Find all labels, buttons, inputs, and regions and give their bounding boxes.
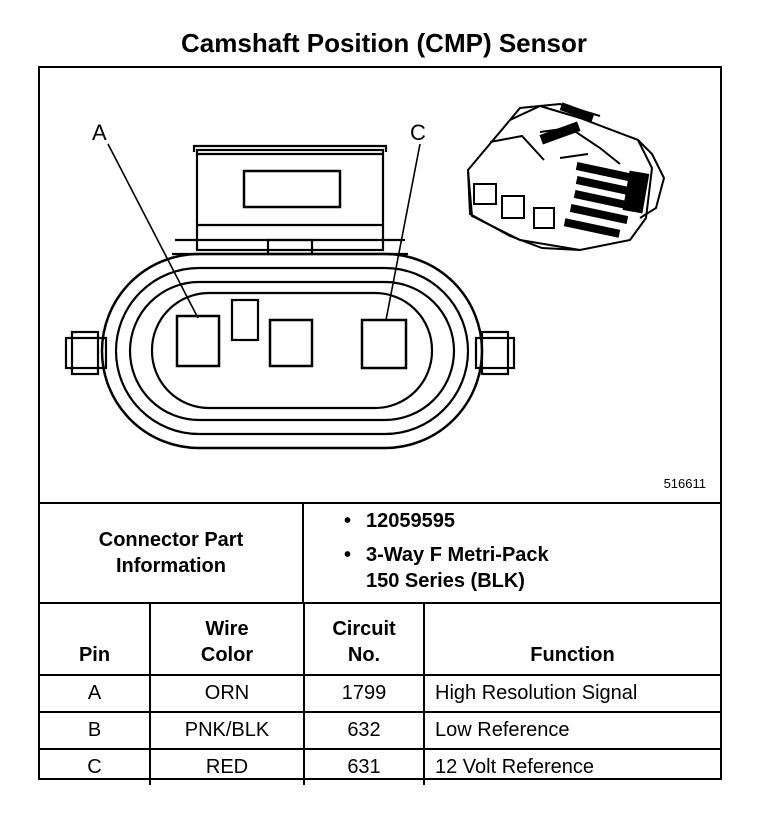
table-row: C RED 631 12 Volt Reference xyxy=(40,748,720,785)
bullet-icon: • xyxy=(344,544,352,566)
sensor-frame: A C xyxy=(38,66,722,785)
connector-type-item: • 3-Way F Metri-Pack 150 Series (BLK) xyxy=(344,542,549,594)
pin-cell: C xyxy=(40,748,151,785)
connector-label-line1: Connector Part xyxy=(98,529,244,551)
callout-c: C xyxy=(410,120,426,145)
page-title: Camshaft Position (CMP) Sensor xyxy=(181,28,587,58)
function-cell: 12 Volt Reference xyxy=(423,748,720,785)
table-row: B PNK/BLK 632 Low Reference xyxy=(40,711,720,750)
connector-info-values: • 12059595 • 3-Way F Metri-Pack 150 Series… xyxy=(304,504,720,602)
pin-cell: A xyxy=(40,674,151,713)
header-function: Function xyxy=(423,604,720,676)
callout-a: A xyxy=(92,120,107,145)
wire-color-cell: ORN xyxy=(149,674,305,713)
connector-part-id-item: • 12059595 xyxy=(344,508,455,534)
connector-type-line2: 150 Series (BLK) xyxy=(366,570,525,592)
function-cell: Low Reference xyxy=(423,711,720,750)
diagram-part-number: 516611 xyxy=(663,476,706,491)
bullet-icon: • xyxy=(344,510,352,532)
connector-info-section: Connector Part Information • 12059595 • 3-… xyxy=(40,502,720,604)
header-pin: Pin xyxy=(40,604,151,676)
wire-color-cell: PNK/BLK xyxy=(149,711,305,750)
wire-color-cell: RED xyxy=(149,748,305,785)
connector-part-id: 12059595 xyxy=(366,510,455,532)
table-row: A ORN 1799 High Resolution Signal xyxy=(40,674,720,713)
connector-info-label: Connector Part Information xyxy=(40,504,304,602)
connector-face-drawing: A C xyxy=(64,102,666,450)
function-cell: High Resolution Signal xyxy=(423,674,720,713)
pin-cell: B xyxy=(40,711,151,750)
connector-iso-ribs xyxy=(539,102,650,238)
connector-diagram: A C xyxy=(40,68,720,502)
connector-type-line1: 3-Way F Metri-Pack xyxy=(366,544,549,566)
circuit-cell: 632 xyxy=(303,711,425,750)
connector-label-line2: Information xyxy=(116,555,226,577)
circuit-cell: 1799 xyxy=(303,674,425,713)
circuit-cell: 631 xyxy=(303,748,425,785)
